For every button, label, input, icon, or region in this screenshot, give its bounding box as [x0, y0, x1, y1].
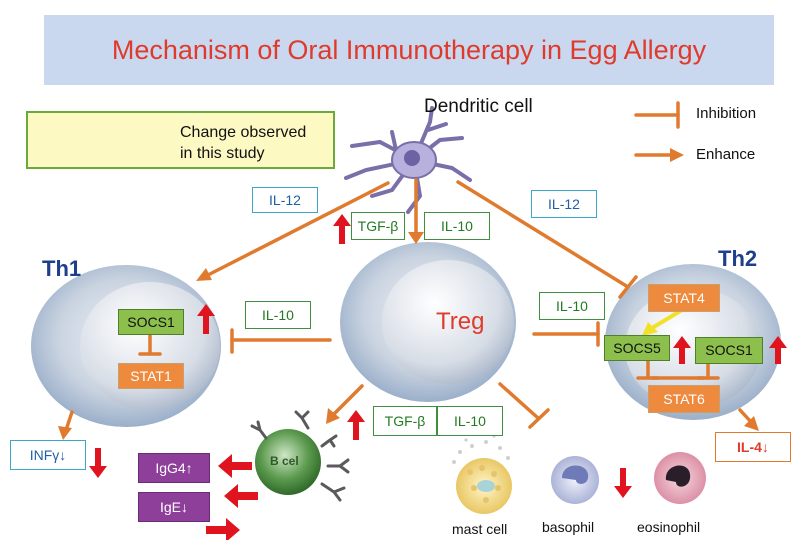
tgfb-top-label: TGF-β	[351, 212, 405, 240]
legend-enhance-label: Enhance	[696, 146, 756, 163]
basophil-label: basophil	[542, 519, 595, 535]
stat1-box: STAT1	[118, 363, 184, 389]
il4-label: IL-4↓	[715, 432, 791, 462]
page-title: Mechanism of Oral Immunotherapy in Egg A…	[111, 35, 707, 65]
il10-top-label: IL-10	[424, 212, 490, 240]
eosinophil-shape	[654, 452, 706, 504]
il10-bottom-label: IL-10	[437, 406, 503, 436]
socs1-th1-box: SOCS1	[118, 309, 184, 335]
legend-inhibition-label: Inhibition	[696, 105, 757, 122]
th1-label: Th1	[42, 256, 82, 281]
treg-cell	[340, 242, 516, 402]
il12-left-label: IL-12	[252, 187, 318, 213]
b-cell-glyph: B cel	[270, 454, 299, 468]
eosinophil-label: eosinophil	[637, 519, 701, 535]
il10-right-label: IL-10	[539, 292, 605, 320]
title-bar	[44, 15, 774, 85]
socs1-th2-box: SOCS1	[695, 337, 763, 364]
mast-cell-shape	[452, 434, 512, 514]
il10-left-label: IL-10	[245, 301, 311, 329]
legend-change-line2: in this study	[180, 145, 265, 162]
stat4-box: STAT4	[648, 284, 720, 312]
basophil-shape	[551, 456, 599, 504]
mast-cell-label: mast cell	[452, 521, 508, 537]
legend-change-line1: Change observed	[180, 124, 307, 141]
il12-right-label: IL-12	[531, 190, 597, 218]
ige-label: IgE↓	[138, 492, 210, 522]
igg4-label: IgG4↑	[138, 453, 210, 483]
stat6-box: STAT6	[648, 385, 720, 413]
tgfb-bottom-label: TGF-β	[373, 406, 437, 436]
legend-change-box	[26, 111, 335, 169]
treg-label: Treg	[436, 308, 485, 335]
b-cell-shape	[250, 410, 350, 502]
dendritic-cell-label: Dendritic cell	[424, 96, 533, 117]
infg-label: INFγ↓	[10, 440, 86, 470]
th2-label: Th2	[718, 246, 758, 271]
socs5-box: SOCS5	[604, 335, 670, 361]
th1-cell	[31, 265, 221, 427]
